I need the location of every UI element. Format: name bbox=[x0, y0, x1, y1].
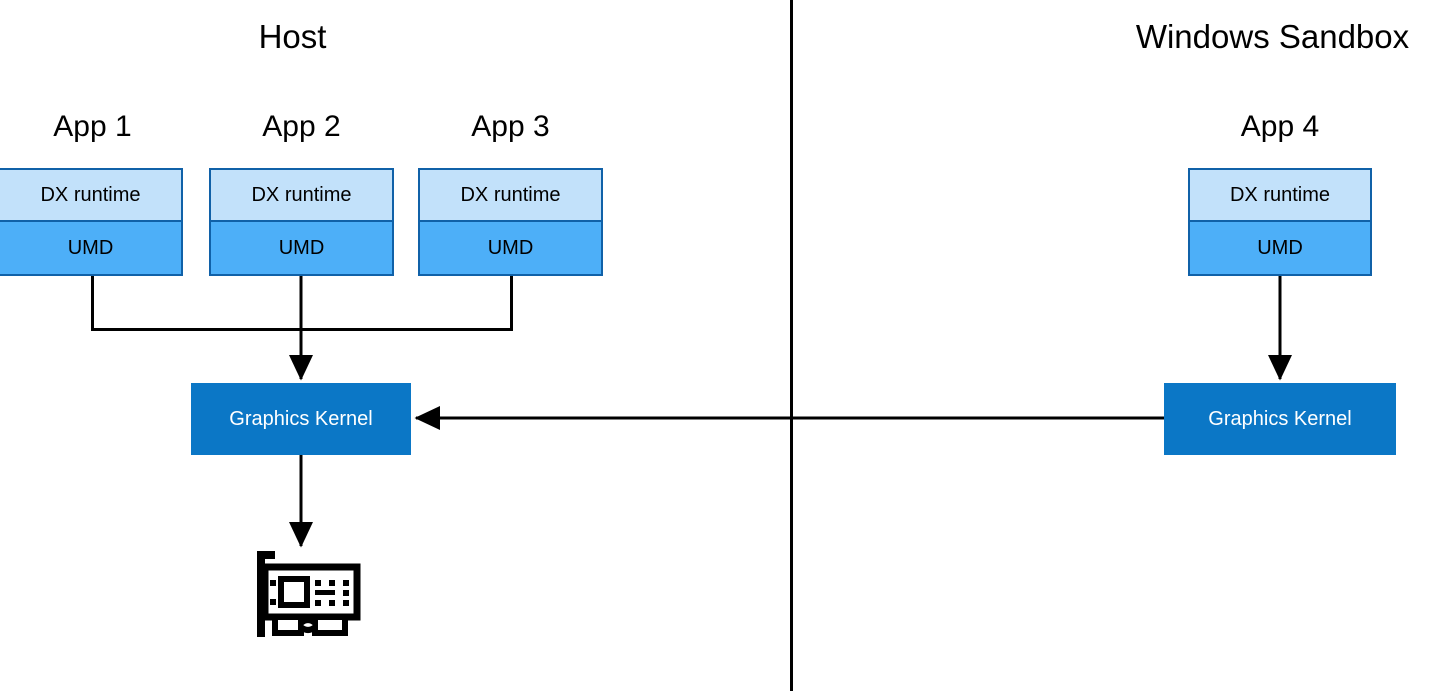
umd-cell-app-2: UMD bbox=[211, 222, 392, 274]
gpu-card-icon bbox=[253, 549, 363, 646]
app-caption-app-1: App 1 bbox=[53, 110, 132, 143]
app-stack-app-3[interactable]: DX runtime UMD bbox=[418, 168, 603, 276]
dx-runtime-cell-app-4: DX runtime bbox=[1190, 170, 1370, 222]
app-caption-app-3: App 3 bbox=[471, 110, 550, 143]
graphics-kernel-host[interactable]: Graphics Kernel bbox=[191, 383, 411, 455]
host-sandbox-divider bbox=[790, 0, 793, 691]
app-stack-app-4[interactable]: DX runtime UMD bbox=[1188, 168, 1372, 276]
dx-runtime-cell-app-1: DX runtime bbox=[0, 170, 181, 222]
connector-merge-bus bbox=[91, 328, 513, 331]
section-title-host: Host bbox=[258, 18, 327, 55]
umd-cell-app-1: UMD bbox=[0, 222, 181, 274]
dx-runtime-cell-app-3: DX runtime bbox=[420, 170, 601, 222]
umd-cell-app-3: UMD bbox=[420, 222, 601, 274]
app-caption-app-2: App 2 bbox=[262, 110, 341, 143]
connector-app-3-drop bbox=[510, 276, 513, 331]
app-stack-app-2[interactable]: DX runtime UMD bbox=[209, 168, 394, 276]
dx-runtime-cell-app-2: DX runtime bbox=[211, 170, 392, 222]
section-title-windows-sandbox: Windows Sandbox bbox=[1135, 18, 1410, 55]
graphics-kernel-sandbox[interactable]: Graphics Kernel bbox=[1164, 383, 1396, 455]
connector-app-1-drop bbox=[91, 276, 94, 331]
app-caption-app-4: App 4 bbox=[1240, 110, 1320, 143]
app-stack-app-1[interactable]: DX runtime UMD bbox=[0, 168, 183, 276]
umd-cell-app-4: UMD bbox=[1190, 222, 1370, 274]
